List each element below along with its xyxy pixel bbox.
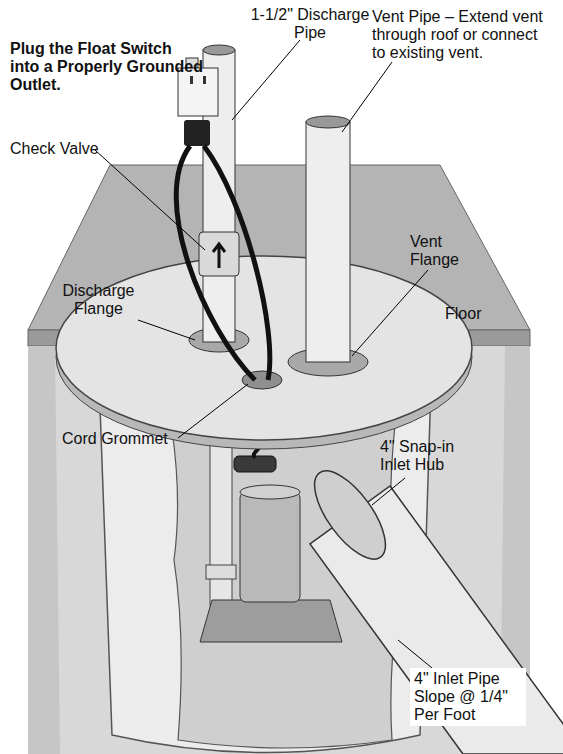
- part-label: Check Valve: [10, 140, 99, 158]
- part-label: Cord Grommet: [62, 430, 168, 448]
- leader-line: [232, 40, 300, 120]
- pump-base: [200, 600, 342, 642]
- leader-line: [342, 62, 392, 132]
- leader-line: [138, 320, 195, 340]
- part-label: 4" Inlet Pipe Slope @ 1/4" Per Foot: [410, 668, 526, 726]
- leader-line: [178, 384, 248, 438]
- part-label: Vent Pipe – Extend vent through roof or …: [372, 8, 554, 62]
- part-label: 4" Snap-in Inlet Hub: [380, 438, 480, 474]
- leader-line: [95, 150, 205, 250]
- leader-line: [372, 478, 405, 505]
- outlet-slot: [203, 76, 206, 84]
- vent-pipe-top: [306, 116, 350, 128]
- pump-body: [240, 492, 300, 602]
- part-label: Vent Flange: [410, 233, 470, 269]
- vent-pipe: [306, 122, 350, 362]
- inlet-hub: [302, 460, 399, 570]
- power-cord: [176, 146, 255, 380]
- basin-lid: [56, 256, 472, 440]
- pump-top: [240, 485, 300, 499]
- part-label: Floor: [445, 305, 481, 323]
- flow-arrow: [213, 244, 225, 268]
- leader-line: [352, 270, 428, 356]
- part-label: Plug the Float Switch into a Properly Gr…: [10, 40, 205, 94]
- leader-line: [398, 640, 432, 668]
- pipe-coupling: [206, 565, 236, 579]
- power-cord: [204, 146, 270, 380]
- float-switch: [234, 456, 276, 472]
- discharge-pipe-top: [203, 45, 235, 55]
- check-valve: [199, 232, 239, 276]
- outlet-slot: [190, 76, 193, 84]
- part-label: 1-1/2" Discharge Pipe: [245, 6, 375, 42]
- plug: [184, 120, 210, 146]
- part-label: Discharge Flange: [56, 282, 141, 318]
- outlet-box: [178, 68, 218, 116]
